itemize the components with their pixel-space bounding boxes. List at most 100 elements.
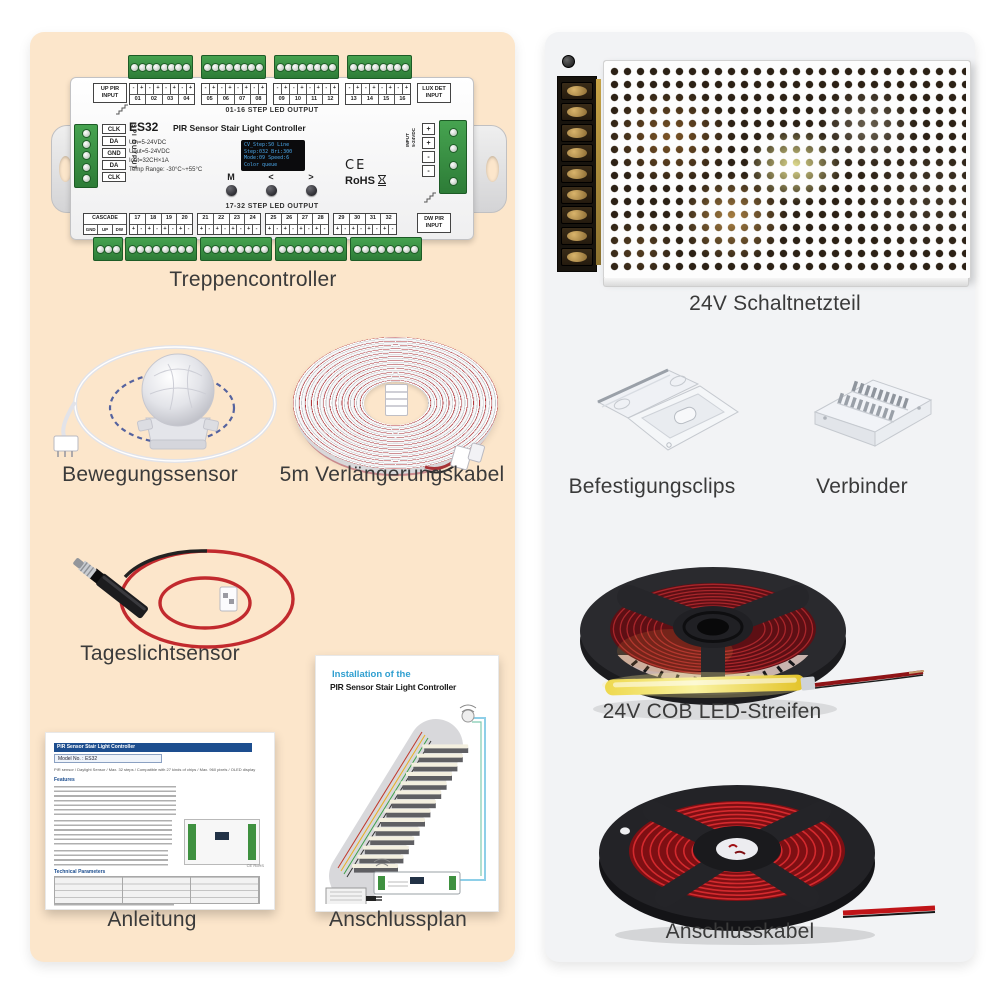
input-pin-label: + xyxy=(422,123,435,135)
product-daylight-sensor xyxy=(73,549,295,649)
polarity-cell: + xyxy=(313,224,322,234)
psu-terminal-strip xyxy=(557,76,601,272)
terminal-screw xyxy=(278,245,286,253)
channel-number: 02 xyxy=(146,94,163,104)
terminal-screw xyxy=(449,128,457,136)
polarity-cell: - xyxy=(222,224,230,234)
polarity-cell: - xyxy=(235,84,243,94)
cable-end-connector xyxy=(424,442,485,474)
channel-number: 14 xyxy=(362,94,379,104)
terminal-screw xyxy=(175,63,183,71)
cable-connector xyxy=(385,384,408,416)
controller-name: PIR Sensor Stair Light Controller xyxy=(173,123,306,133)
polarity-cell: + xyxy=(354,84,363,94)
terminal-screw xyxy=(161,245,169,253)
channel-number: 24 xyxy=(249,215,256,221)
channel-number: 10 xyxy=(290,94,307,104)
psu-terminal xyxy=(561,247,593,266)
terminal-screw xyxy=(178,245,186,253)
rohs-mark: RoHS xyxy=(345,175,386,187)
channel-number: 03 xyxy=(163,94,179,104)
polarity-cell: - xyxy=(154,224,162,234)
polarity-cell: - xyxy=(305,224,314,234)
terminal-screw xyxy=(311,245,319,253)
terminal-screw xyxy=(291,63,299,71)
controller-label: Treppencontroller xyxy=(169,268,337,291)
polarity-cell: - xyxy=(290,84,299,94)
clips-label: Befestigungsclips xyxy=(568,475,736,498)
terminal-screw xyxy=(248,63,256,71)
polarity-cell: + xyxy=(387,84,395,94)
polarity-cell: + xyxy=(226,84,235,94)
polarity-cell: + xyxy=(298,224,306,234)
terminal-screw xyxy=(236,245,244,253)
manual-features-heading: Features xyxy=(54,777,75,783)
terminal-screw xyxy=(153,245,161,253)
terminal-screw xyxy=(169,245,177,253)
terminal-screw xyxy=(138,63,146,71)
terminal-block xyxy=(274,55,339,79)
terminal-block xyxy=(350,237,422,261)
terminal-screw xyxy=(82,141,90,149)
polarity-cell: + xyxy=(350,224,358,234)
channel-number: 20 xyxy=(181,215,188,221)
terminal-screw xyxy=(286,245,294,253)
channel-number: 12 xyxy=(327,95,334,102)
channel-number: 13 xyxy=(346,94,363,104)
channel-number: 17 xyxy=(130,214,146,224)
polarity-cell: + xyxy=(260,85,265,91)
terminal-screw xyxy=(82,152,90,160)
product-strip-connector xyxy=(813,379,933,447)
terminal-block xyxy=(128,55,193,79)
product-manual: PIR Sensor Stair Light Controller Model … xyxy=(45,732,275,910)
terminal-screw xyxy=(82,174,90,182)
daylight-sensor-label: Tageslichtsensor xyxy=(80,642,240,665)
terminal-block xyxy=(347,55,412,79)
polarity-cell: + xyxy=(214,224,222,234)
psu-perforated-grid xyxy=(604,61,970,279)
polarity-cell: - xyxy=(391,225,394,232)
psu-terminal xyxy=(561,82,593,101)
mounting-ear xyxy=(469,125,507,213)
terminal-screw xyxy=(449,161,457,169)
spi-terminal-block xyxy=(74,124,98,188)
polarity-cell: + xyxy=(177,224,186,234)
manual-tech-heading: Technical Parameters xyxy=(54,869,106,875)
channel-number: 16 xyxy=(399,95,406,102)
terminal-screw xyxy=(353,245,361,253)
cascade-pin-label: GND xyxy=(84,224,99,234)
polarity-cell: - xyxy=(202,84,211,94)
terminal-screw xyxy=(411,245,419,253)
polarity-cell: + xyxy=(366,224,374,234)
button-cap xyxy=(305,185,317,196)
psu-terminal xyxy=(561,102,593,121)
channel-number: 06 xyxy=(218,94,235,104)
input-pin-label: - xyxy=(422,165,435,177)
polarity-cell: - xyxy=(323,84,331,94)
terminal-screw xyxy=(136,245,144,253)
spi-pin-label: DA xyxy=(102,136,126,146)
menu-button: > xyxy=(301,173,321,196)
manual-product-thumbnail xyxy=(184,819,260,865)
spi-pin-label: GND xyxy=(102,148,126,158)
terminal-screw xyxy=(370,245,378,253)
wiring-diagram-label: Anschlussplan xyxy=(328,908,468,931)
terminal-block xyxy=(200,237,272,261)
terminal-screw xyxy=(357,63,365,71)
terminal-screw xyxy=(226,63,234,71)
terminal-screw xyxy=(379,63,387,71)
diagram-stairs-graphic xyxy=(325,704,486,904)
manual-label: Anleitung xyxy=(107,908,197,931)
terminal-screw xyxy=(378,245,386,253)
terminal-screw xyxy=(218,63,226,71)
led-strip-label: 24V COB LED-Streifen xyxy=(602,700,822,723)
channel-number: 23 xyxy=(230,214,246,224)
channel-number: 05 xyxy=(202,94,219,104)
input-pin-labels: ++-- xyxy=(422,123,435,179)
channel-number: 26 xyxy=(282,214,298,224)
polarity-cell: - xyxy=(237,224,246,234)
